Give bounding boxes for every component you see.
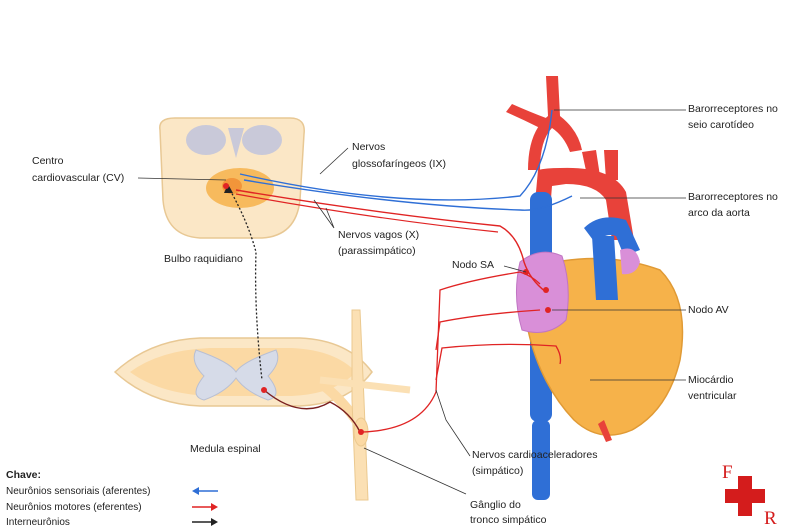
logo-letter-f: F xyxy=(722,462,733,483)
baro-carotid-label-1: Barorreceptores no xyxy=(688,103,778,115)
sa-node-label: Nodo SA xyxy=(452,259,494,271)
baro-aorta-label-2: arco da aorta xyxy=(688,207,750,219)
sympathetic-trunk xyxy=(320,310,410,500)
medulla-oblongata xyxy=(160,118,304,238)
av-node-dot xyxy=(545,307,551,313)
cardioaccel-path xyxy=(362,272,540,432)
medulla-oblongata-label: Bulbo raquidiano xyxy=(164,253,243,265)
av-node-label: Nodo AV xyxy=(688,304,729,316)
legend-interneuron-label: Interneurônios xyxy=(6,517,70,528)
legend: Chave: Neurônios sensoriais (aferentes) … xyxy=(6,469,218,528)
cv-center-label-2: cardiovascular (CV) xyxy=(32,172,124,184)
baro-carotid-label-2: seio carotídeo xyxy=(688,119,754,131)
spinal-cord-label: Medula espinal xyxy=(190,443,261,455)
heart xyxy=(506,76,683,500)
legend-motor-label: Neurônios motores (eferentes) xyxy=(6,502,142,513)
legend-interneuron-arrow xyxy=(192,518,218,526)
legend-motor-arrow xyxy=(192,503,218,511)
glossopharyngeal-label-1: Nervos xyxy=(352,141,385,153)
logo-letter-r: R xyxy=(764,508,777,528)
vagus-label-2: (parassimpático) xyxy=(338,245,416,257)
legend-title: Chave: xyxy=(6,469,41,481)
legend-sensory-label: Neurônios sensoriais (aferentes) xyxy=(6,486,151,497)
glossopharyngeal-label-2: glossofaríngeos (IX) xyxy=(352,158,446,170)
ganglion-label-1: Gânglio do xyxy=(470,499,521,511)
myocardium-label-2: ventricular xyxy=(688,390,737,402)
cardioaccel-label-2: (simpático) xyxy=(472,465,523,477)
cardioaccel-label-1: Nervos cardioaceleradores xyxy=(472,449,597,461)
ganglion-label-2: tronco simpático xyxy=(470,514,547,526)
logo: F R xyxy=(722,462,777,528)
myocardium-label-1: Miocárdio xyxy=(688,374,734,386)
baro-aorta-label-1: Barorreceptores no xyxy=(688,191,778,203)
cv-center-label-1: Centro xyxy=(32,155,64,167)
legend-sensory-arrow xyxy=(192,487,218,495)
vagus-label-1: Nervos vagos (X) xyxy=(338,229,419,241)
